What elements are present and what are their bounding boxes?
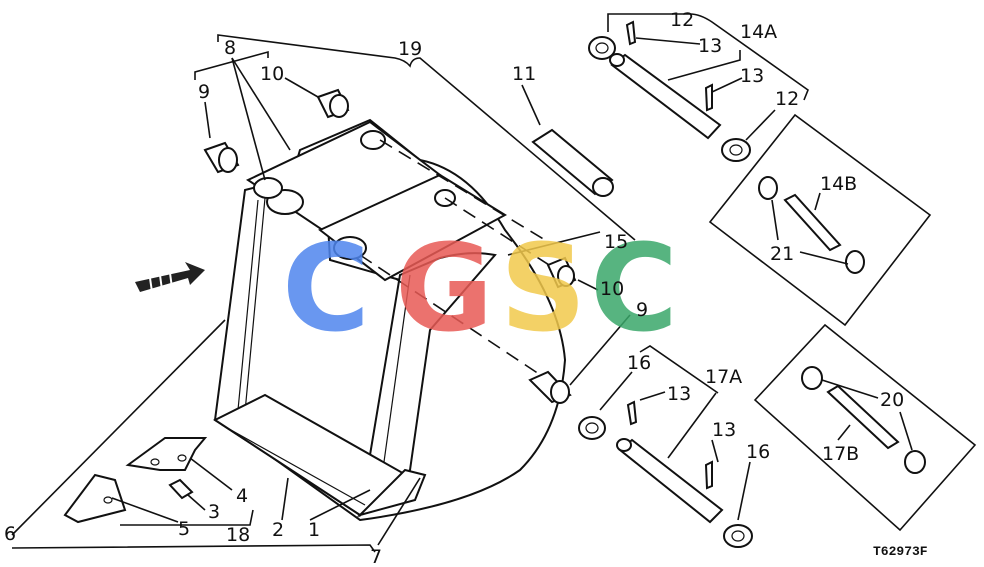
callout-16-left: 16	[627, 352, 651, 374]
callout-6: 6	[4, 523, 16, 545]
callout-15: 15	[604, 231, 628, 253]
callout-5: 5	[178, 518, 190, 540]
callout-12-top: 12	[670, 9, 694, 31]
callout-20: 20	[880, 389, 904, 411]
bushing-10-lower	[546, 256, 577, 289]
callout-13-d: 13	[712, 419, 736, 441]
callout-labels: 1 2 3 4 5 6 7 8 9 9 10 10 11 12 12 13 13…	[4, 9, 928, 567]
watermark-letter-c1: C	[282, 220, 370, 359]
callout-16-right: 16	[746, 441, 770, 463]
bushing-9-upper	[203, 141, 240, 174]
callout-17a: 17A	[705, 366, 742, 388]
callout-11: 11	[512, 63, 536, 85]
callout-4: 4	[236, 485, 248, 507]
watermark-letter-g: G	[395, 220, 494, 359]
pin-kit-14a	[588, 20, 751, 162]
callout-3: 3	[208, 501, 220, 523]
view-direction-arrow	[135, 262, 205, 293]
callout-13-c: 13	[667, 383, 691, 405]
callout-18: 18	[226, 524, 250, 546]
bushing-10-upper	[316, 88, 350, 119]
callout-21: 21	[770, 243, 794, 265]
callout-13-a: 13	[698, 35, 722, 57]
callout-14a: 14A	[740, 21, 777, 43]
callout-2: 2	[272, 519, 284, 541]
pin-kit-17b-box	[753, 323, 977, 532]
leader-lines	[11, 13, 913, 553]
callout-14b: 14B	[820, 173, 857, 195]
callout-17b: 17B	[822, 443, 859, 465]
pin-kit-17a	[578, 400, 753, 548]
bucket-body	[212, 118, 567, 522]
tooth-5	[63, 473, 127, 524]
watermark-letter-s: S	[500, 220, 586, 359]
bushing-9-lower	[528, 370, 572, 404]
pin-3	[168, 478, 194, 500]
callout-10-upper: 10	[260, 63, 284, 85]
callout-1: 1	[308, 519, 320, 541]
callout-9-upper: 9	[198, 81, 210, 103]
callout-7: 7	[370, 546, 382, 567]
callout-13-b: 13	[740, 65, 764, 87]
watermark: C G S C	[282, 220, 678, 359]
watermark-letter-c2: C	[590, 220, 678, 359]
callout-19: 19	[398, 38, 422, 60]
pin-kit-14b-box	[708, 113, 932, 327]
pin-11	[531, 128, 614, 197]
callout-8: 8	[224, 37, 236, 59]
callout-10-lower: 10	[600, 278, 624, 300]
tooth-4	[125, 437, 208, 471]
figure-reference-code: T62973F	[873, 544, 928, 559]
callout-12-right: 12	[775, 88, 799, 110]
callout-9-lower: 9	[636, 299, 648, 321]
